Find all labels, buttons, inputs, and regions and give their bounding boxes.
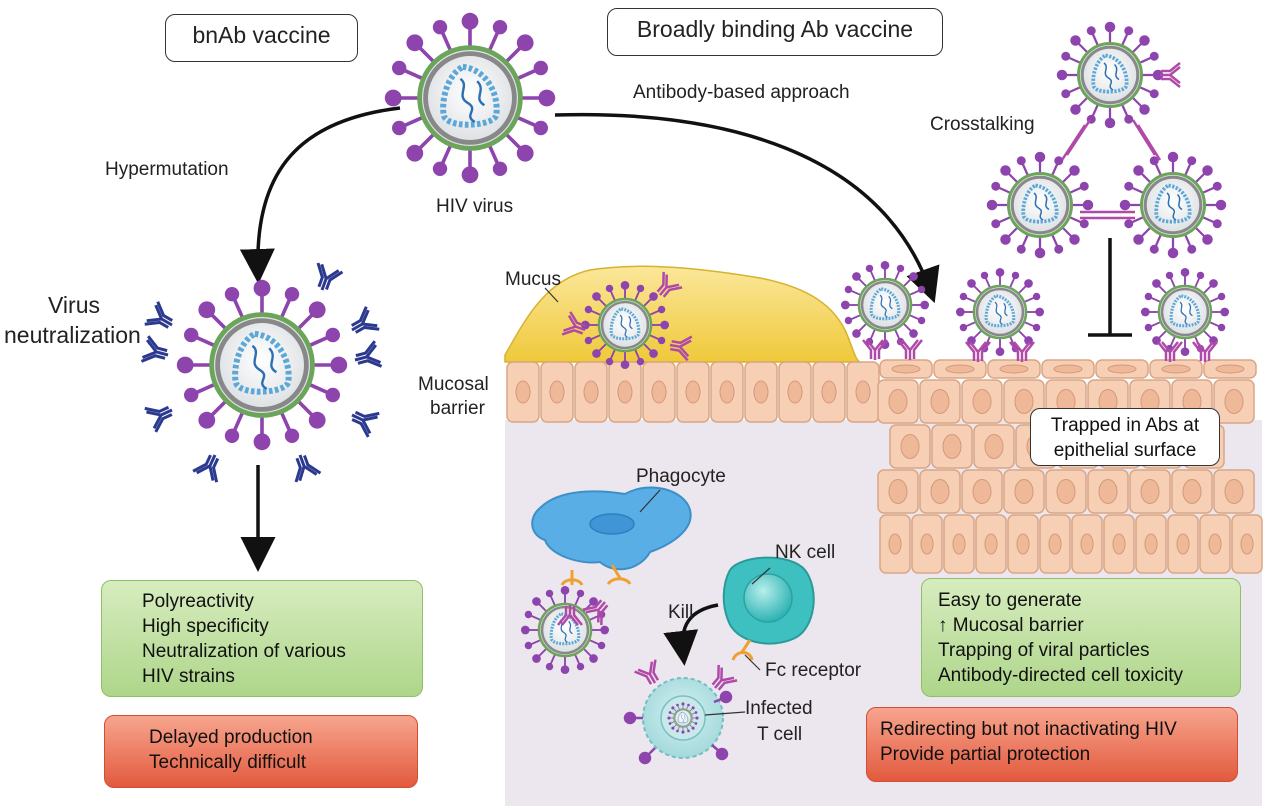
cell-nucleus — [1053, 364, 1083, 374]
stratified-epithelium — [877, 359, 1263, 574]
cell-nucleus — [1016, 533, 1030, 555]
cell-nucleus — [1014, 389, 1034, 414]
cell-nucleus — [1140, 479, 1160, 504]
nk-cell-label: NK cell — [775, 542, 835, 563]
mucosal-barrier-label-1: Mucosal — [418, 374, 489, 395]
cell-nucleus — [930, 389, 950, 414]
broad-pro-item: Antibody-directed cell toxicity — [938, 665, 1183, 686]
broad-pros-box: Easy to generate ↑ Mucosal barrier Trapp… — [921, 578, 1241, 697]
cell-nucleus — [549, 380, 565, 404]
cell-nucleus — [1224, 479, 1244, 504]
bnab-con-item: Technically difficult — [149, 752, 307, 773]
crosstalking-label: Crosstalking — [930, 114, 1035, 135]
cell-nucleus — [583, 380, 599, 404]
hypermutation-arrow — [239, 106, 401, 284]
bnab-vaccine-title: bnAb vaccine — [165, 14, 358, 62]
cell-nucleus — [1056, 479, 1076, 504]
trapped-box: Trapped in Abs at epithelial surface — [1030, 408, 1220, 466]
mucus-label: Mucus — [505, 269, 561, 290]
cell-nucleus — [1176, 533, 1190, 555]
mucosal-epithelium — [506, 361, 880, 423]
bnab-pro-item: HIV strains — [142, 666, 235, 687]
cell-nucleus — [888, 479, 908, 504]
cell-nucleus — [920, 533, 934, 555]
broad-pro-item: ↑ Mucosal barrier — [938, 615, 1084, 636]
broad-pro-item: Trapping of viral particles — [938, 640, 1150, 661]
cell-nucleus — [942, 434, 962, 459]
cell-nucleus — [1144, 533, 1158, 555]
infected-t-cell — [623, 658, 739, 765]
cell-nucleus — [972, 479, 992, 504]
bnab-cons-box: Delayed production Technically difficult — [104, 715, 418, 788]
cell-nucleus — [1208, 533, 1222, 555]
cell-nucleus — [1107, 364, 1137, 374]
cell-nucleus — [1048, 533, 1062, 555]
phagocyte — [531, 486, 692, 586]
neutralized-virus — [139, 261, 384, 484]
bnab-pro-item: Polyreactivity — [142, 591, 254, 612]
cell-nucleus — [984, 533, 998, 555]
broad-pro-item: Easy to generate — [938, 590, 1082, 611]
cell-nucleus — [515, 380, 531, 404]
opsonized-virus — [519, 584, 611, 676]
cell-nucleus — [855, 380, 871, 404]
mucosal-barrier-label-2: barrier — [430, 398, 486, 419]
bnab-pro-item: Neutralization of various — [142, 641, 346, 662]
cell-nucleus — [1240, 533, 1254, 555]
bnab-con-item: Delayed production — [149, 727, 313, 748]
cell-nucleus — [891, 364, 921, 374]
broad-con-item: Provide partial protection — [880, 744, 1091, 765]
cell-nucleus — [753, 380, 769, 404]
cell-nucleus — [821, 380, 837, 404]
cell-nucleus — [787, 380, 803, 404]
trapped-line-2: epithelial surface — [1053, 440, 1197, 461]
cell-nucleus — [719, 380, 735, 404]
nk-cell — [722, 556, 815, 661]
cell-nucleus — [1014, 479, 1034, 504]
kill-label: Kill — [668, 602, 693, 623]
crosstalking-cluster — [984, 19, 1229, 261]
cell-nucleus — [952, 533, 966, 555]
cell-nucleus — [972, 389, 992, 414]
cell-nucleus — [1161, 364, 1191, 374]
cell-nucleus — [984, 434, 1004, 459]
virus-neutralization-label-1: Virus — [48, 292, 100, 318]
hiv-virus — [385, 13, 555, 183]
trapped-line-1: Trapped in Abs at — [1050, 415, 1200, 436]
cell-nucleus — [1182, 479, 1202, 504]
antibody-approach-arrow — [554, 112, 940, 304]
hypermutation-label: Hypermutation — [105, 159, 229, 180]
cell-nucleus — [1098, 479, 1118, 504]
cell-nucleus — [888, 533, 902, 555]
cell-nucleus — [930, 479, 950, 504]
cell-nucleus — [945, 364, 975, 374]
cell-nucleus — [1080, 533, 1094, 555]
broad-vaccine-title: Broadly binding Ab vaccine — [607, 8, 943, 56]
inhibition-symbol — [1088, 238, 1132, 337]
infected-label-1: Infected — [745, 698, 813, 719]
kill-arrow — [663, 603, 719, 666]
cell-nucleus — [617, 380, 633, 404]
phagocyte-label: Phagocyte — [636, 466, 726, 487]
infected-label-2: T cell — [757, 724, 802, 745]
fc-receptor-label: Fc receptor — [765, 660, 862, 681]
cell-nucleus — [900, 434, 920, 459]
bnab-pro-item: High specificity — [142, 616, 269, 637]
cell-nucleus — [1215, 364, 1245, 374]
cell-nucleus — [999, 364, 1029, 374]
cell-nucleus — [651, 380, 667, 404]
bnab-pros-box: Polyreactivity High specificity Neutrali… — [101, 580, 423, 697]
cell-nucleus — [685, 380, 701, 404]
cell-nucleus — [1224, 389, 1244, 414]
antibody-approach-label: Antibody-based approach — [633, 82, 850, 103]
hiv-virus-label: HIV virus — [436, 196, 513, 217]
cell-nucleus — [1112, 533, 1126, 555]
broad-cons-box: Redirecting but not inactivating HIV Pro… — [866, 707, 1238, 782]
broad-con-item: Redirecting but not inactivating HIV — [880, 719, 1177, 740]
virus-neutralization-label-2: neutralization — [4, 322, 141, 348]
cell-nucleus — [888, 389, 908, 414]
